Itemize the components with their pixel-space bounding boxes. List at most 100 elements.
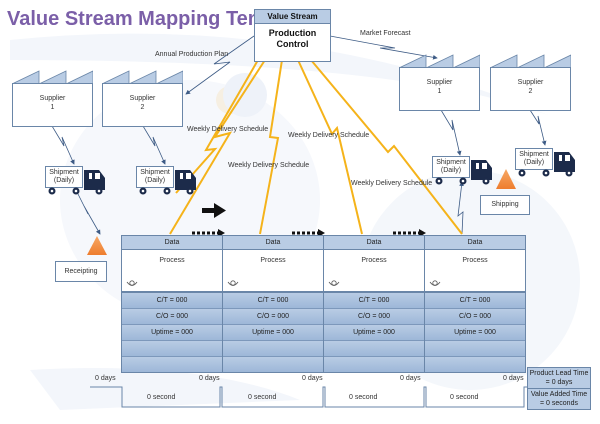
timeline-seconds: 0 second <box>349 394 378 401</box>
supplier-label: Supplier <box>39 95 66 102</box>
operator-icon <box>328 280 340 286</box>
operator-icon <box>126 280 138 286</box>
weekly-schedule-label: Weekly Delivery Schedule <box>187 126 269 133</box>
supplier-label: Supplier <box>517 79 544 86</box>
customer1-flow <box>440 109 462 156</box>
data-box-3[interactable]: C/T = 000 C/O = 000 Uptime = 000 <box>323 292 425 373</box>
process-header: Data <box>425 236 525 250</box>
production-control-label: Production Control <box>255 28 330 50</box>
market-forecast-label: Market Forecast <box>360 30 411 37</box>
operator-icon <box>227 280 239 286</box>
changeover-time: C/O = 000 <box>324 309 424 325</box>
empty-row <box>122 341 222 357</box>
value-added-time: Value Added Time = 0 seconds <box>528 389 590 409</box>
supplier2-flow <box>142 125 166 165</box>
empty-row <box>425 357 525 372</box>
factory-body: Supplier 2 <box>490 67 571 111</box>
weekly-schedule-label: Weekly Delivery Schedule <box>288 132 370 139</box>
annual-plan-flow <box>185 35 255 95</box>
shipment-truck-2[interactable]: Shipment(Daily) <box>136 166 196 196</box>
process-header: Data <box>223 236 323 250</box>
timeline-seconds: 0 second <box>147 394 176 401</box>
shipment-line1: Shipment <box>49 169 79 176</box>
timeline-days: 0 days <box>302 375 323 382</box>
supplier-number: 2 <box>140 104 145 111</box>
va-time-label: Value Added Time <box>530 391 588 398</box>
operator-icon <box>429 280 441 286</box>
empty-row <box>122 357 222 372</box>
shipment-truck-3[interactable]: Shipment(Daily) <box>432 156 492 186</box>
shipment-line2: (Daily) <box>53 177 75 184</box>
truck-icon <box>518 152 575 177</box>
process-name: Process <box>159 257 185 264</box>
truck-to-receipting-flow <box>75 189 101 235</box>
production-control-header: Value Stream <box>255 10 330 24</box>
changeover-time: C/O = 000 <box>425 309 525 325</box>
shipment-line2: (Daily) <box>440 167 462 174</box>
customer-factory-right-2[interactable]: Supplier 2 <box>490 54 571 111</box>
shipment-truck-1[interactable]: Shipment(Daily) <box>45 166 105 196</box>
schedule-lightning-4 <box>310 59 463 235</box>
process-box-2[interactable]: Data Process <box>222 235 324 292</box>
uptime: Uptime = 000 <box>324 325 424 341</box>
process-box-1[interactable]: Data Process <box>121 235 223 292</box>
shipment-line2: (Daily) <box>144 177 166 184</box>
weekly-schedule-label: Weekly Delivery Schedule <box>228 162 310 169</box>
supplier-factory-left-1[interactable]: Supplier 1 <box>12 70 93 127</box>
summary-box: Product Lead Time= 0 days Value Added Ti… <box>527 367 591 410</box>
process-name: Process <box>462 257 488 264</box>
shipment-line1: Shipment <box>519 151 549 158</box>
uptime: Uptime = 000 <box>122 325 222 341</box>
timeline-days: 0 days <box>199 375 220 382</box>
schedule-lightning-truck <box>175 59 259 194</box>
process-name: Process <box>260 257 286 264</box>
data-box-4[interactable]: C/T = 000 C/O = 000 Uptime = 000 <box>424 292 526 373</box>
schedule-lightning-3 <box>297 59 363 235</box>
timeline-seconds: 0 second <box>450 394 479 401</box>
shipment-arrow-icon <box>202 203 226 218</box>
factory-body: Supplier 1 <box>12 83 93 127</box>
process-header: Data <box>324 236 424 250</box>
supplier-number: 1 <box>50 104 55 111</box>
va-time-value: = 0 seconds <box>540 400 578 407</box>
supplier1-flow <box>51 125 75 165</box>
shipment-line1: Shipment <box>140 169 170 176</box>
process-name: Process <box>361 257 387 264</box>
data-box-2[interactable]: C/T = 000 C/O = 000 Uptime = 000 <box>222 292 324 373</box>
empty-row <box>223 357 323 372</box>
timeline-days: 0 days <box>503 375 524 382</box>
data-box-1[interactable]: C/T = 000 C/O = 000 Uptime = 000 <box>121 292 223 373</box>
production-control-box[interactable]: Value Stream Production Control <box>254 9 331 62</box>
schedule-lightning-1 <box>169 59 266 235</box>
shipping-box[interactable]: Shipping <box>480 195 530 215</box>
supplier-number: 2 <box>528 88 533 95</box>
factory-roof-icon <box>490 54 571 68</box>
weekly-schedule-label: Weekly Delivery Schedule <box>351 180 433 187</box>
receipting-box[interactable]: Receipting <box>55 261 107 282</box>
cycle-time: C/T = 000 <box>425 293 525 309</box>
shipment-truck-4[interactable]: Shipment(Daily) <box>515 148 575 178</box>
production-control-line2: Control <box>276 39 309 49</box>
cycle-time: C/T = 000 <box>324 293 424 309</box>
factory-roof-icon <box>12 70 93 84</box>
empty-row <box>425 341 525 357</box>
supplier-label: Supplier <box>426 79 453 86</box>
process-box-4[interactable]: Data Process <box>424 235 526 292</box>
process4-to-truck-flow <box>457 181 464 235</box>
shipment-line2: (Daily) <box>523 159 545 166</box>
shipment-label: Shipment(Daily) <box>136 166 174 188</box>
cycle-time: C/T = 000 <box>122 293 222 309</box>
shipment-line1: Shipment <box>436 159 466 166</box>
customer-name: Supplier 2 <box>491 78 570 96</box>
schedule-lightning-2 <box>259 59 283 235</box>
process-box-3[interactable]: Data Process <box>323 235 425 292</box>
factory-roof-icon <box>399 54 480 68</box>
truck-icon <box>48 170 105 195</box>
shipment-label: Shipment(Daily) <box>515 148 553 170</box>
annual-plan-label: Annual Production Plan <box>155 51 229 58</box>
